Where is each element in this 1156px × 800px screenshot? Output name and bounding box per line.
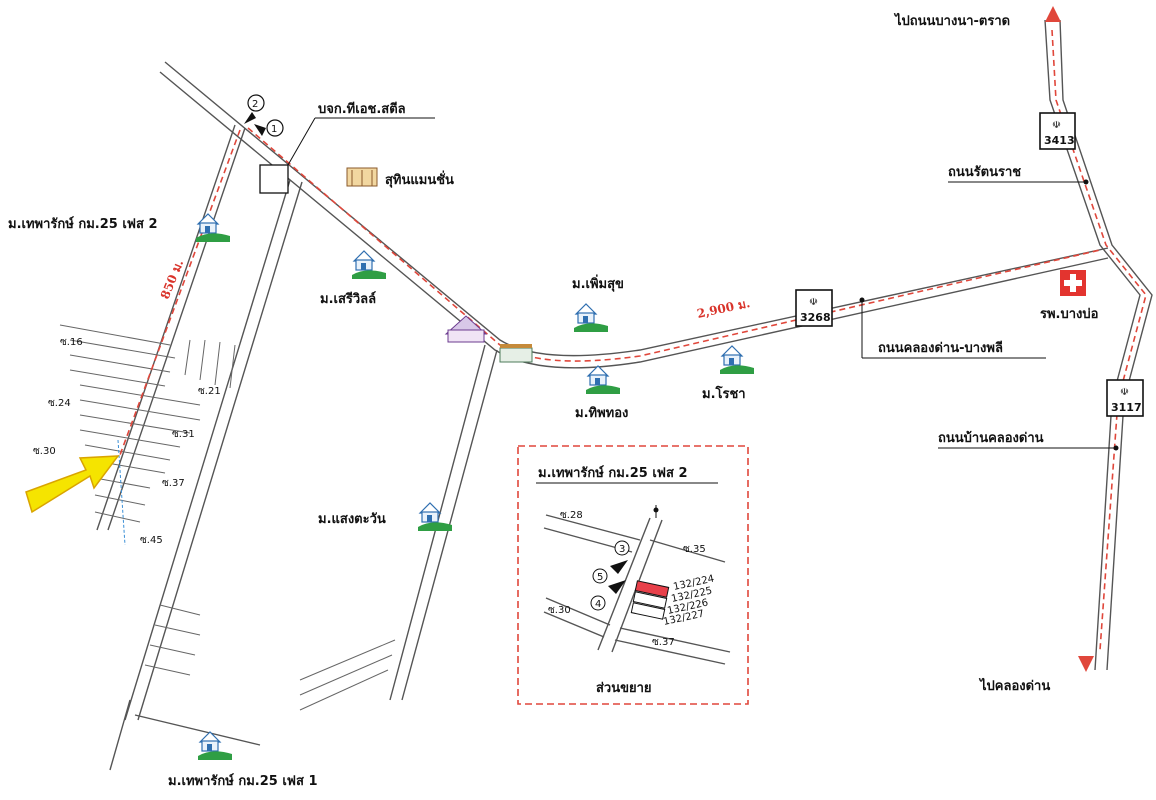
thepharak-phase1-label: ม.เทพารักษ์ กม.25 เฟส 1 — [168, 773, 318, 789]
soi-45-label: ซ.45 — [140, 535, 163, 546]
route-dashed — [119, 29, 1147, 651]
soi-road-east — [389, 344, 498, 701]
serivil-label: ม.เสรีวิลล์ — [320, 291, 376, 307]
to-bangna-trat-label: ไปถนนบางนา-ตราด — [893, 12, 1010, 29]
building-icon — [346, 167, 378, 187]
ban-khlongdan-callout — [938, 445, 1119, 451]
soi-24-label: ซ.24 — [48, 398, 71, 409]
rocha-label: ม.โรชา — [702, 385, 746, 402]
highway-3117-shield: ☫ 3117 — [1106, 379, 1144, 417]
thipthong-label: ม.ทิพทอง — [575, 406, 628, 421]
thepharak-phase2-label: ม.เทพารักษ์ กม.25 เฟส 2 — [8, 216, 158, 232]
location-pointer-arrow — [25, 455, 120, 514]
svg-text:1: 1 — [271, 124, 277, 135]
soi-21-label: ซ.21 — [198, 386, 221, 397]
store-icon — [499, 344, 533, 363]
soi-37-label: ซ.37 — [162, 478, 185, 489]
svg-text:☫: ☫ — [809, 297, 818, 308]
inset-marker-5: 5 — [592, 568, 608, 584]
inset-soi-37: ซ.37 — [652, 637, 675, 648]
soi-30-label: ซ.30 — [33, 446, 56, 457]
inset-soi-28: ซ.28 — [560, 510, 583, 521]
saengtawan-label: ม.แสงตะวัน — [318, 512, 386, 527]
house-icon — [195, 213, 231, 243]
highway-3268-shield: ☫ 3268 — [795, 289, 833, 327]
blue-path-marker — [117, 439, 126, 546]
company-marker — [259, 117, 435, 194]
arrow-down-icon — [1078, 656, 1094, 672]
svg-text:3268: 3268 — [800, 311, 831, 324]
sutin-mansion-label: สุทินแมนชั่น — [385, 170, 454, 188]
svg-text:2: 2 — [252, 99, 258, 110]
svg-text:☫: ☫ — [1052, 120, 1061, 131]
house-icon — [197, 731, 233, 761]
khlongdan-bangphli-callout — [859, 297, 1046, 359]
svg-text:☫: ☫ — [1120, 387, 1129, 398]
highway-3413-shield: ☫ 3413 — [1039, 112, 1076, 150]
rattanaraj-road-label: ถนนรัตนราช — [948, 165, 1021, 180]
inset-box — [517, 445, 749, 705]
distance-2900-label: 2,900 ม. — [696, 296, 752, 321]
arrow-up-icon — [1045, 6, 1061, 22]
house-icon — [719, 345, 755, 375]
inset-soi-35: ซ.35 — [683, 544, 706, 555]
inset-title: ม.เทพารักษ์ กม.25 เฟส 2 — [538, 465, 688, 481]
inset-marker-3: 3 — [614, 540, 630, 556]
rattanaraj-highway-road — [1044, 19, 1153, 671]
soi-31-label: ซ.31 — [172, 429, 195, 440]
main-road — [159, 61, 1109, 369]
soi-16-label: ซ.16 — [60, 337, 83, 348]
soi-road-middle — [124, 179, 303, 721]
svg-text:4: 4 — [595, 599, 601, 610]
marker-1: 1 — [254, 119, 284, 137]
to-khlong-dan-label: ไปคลองด่าน — [978, 677, 1050, 694]
inset-marker-4: 4 — [590, 595, 606, 611]
hospital-icon — [1060, 270, 1086, 296]
house-icon — [573, 303, 609, 333]
company-label: บจก.ทีเอช.สตีล — [318, 101, 406, 117]
house-icon — [417, 502, 453, 532]
svg-text:3: 3 — [619, 544, 625, 555]
svg-text:3413: 3413 — [1044, 134, 1075, 147]
khlongdan-bangphli-road-label: ถนนคลองด่าน-บางพลี — [878, 340, 1003, 356]
inset-plots — [630, 580, 670, 620]
marker-2: 2 — [244, 94, 265, 124]
inset-caption: ส่วนขยาย — [596, 681, 652, 696]
house-icon — [585, 365, 621, 395]
ban-khlongdan-road-label: ถนนบ้านคลองด่าน — [938, 430, 1044, 446]
soi-road-west — [96, 124, 246, 531]
inset-soi-30: ซ.30 — [548, 605, 571, 616]
rattanaraj-callout — [948, 179, 1089, 185]
svg-text:5: 5 — [597, 572, 603, 583]
permsuk-label: ม.เพิ่มสุข — [572, 274, 624, 292]
svg-text:3117: 3117 — [1111, 401, 1142, 414]
south-branch-roads — [109, 699, 261, 771]
temple-icon — [444, 315, 488, 343]
hospital-label: รพ.บางบ่อ — [1040, 307, 1098, 322]
